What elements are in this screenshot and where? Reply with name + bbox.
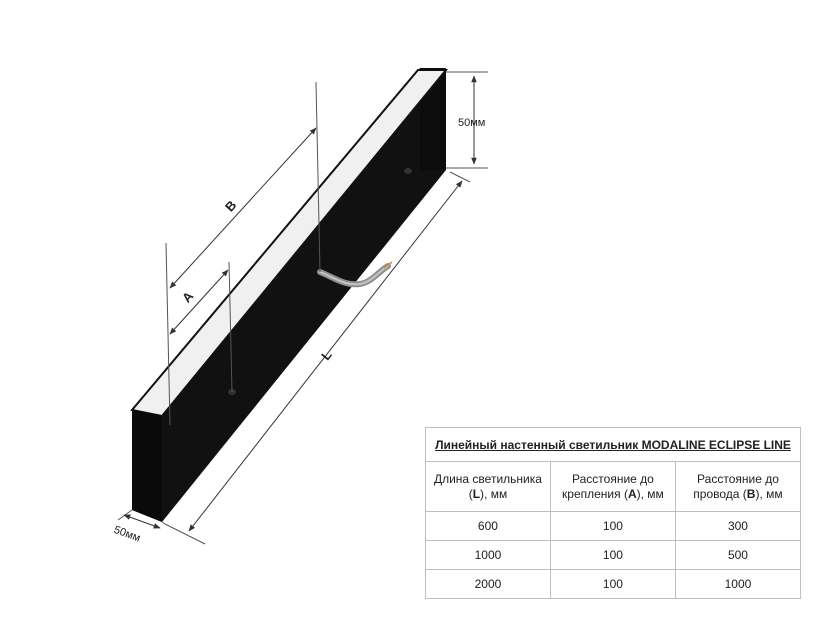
- label-width: 50мм: [112, 524, 142, 545]
- ext-width-right: [161, 521, 166, 525]
- cell-wire-distance: 500: [674, 540, 802, 570]
- cell-length: 600: [425, 511, 551, 541]
- dim-length-arrow: [188, 180, 463, 532]
- label-l: L: [318, 347, 335, 363]
- label-height: 50мм: [458, 117, 485, 129]
- ext-length-right: [449, 171, 471, 183]
- spec-table-container: Линейный настенный светильник MODALINE E…: [425, 427, 802, 599]
- spec-table: Линейный настенный светильник MODALINE E…: [425, 427, 802, 599]
- wire-origin: [165, 242, 171, 426]
- header-wire-distance: Расстояние до провода (B), мм: [674, 461, 802, 512]
- ext-length-left: [164, 523, 206, 545]
- table-row: 2000 100 1000: [425, 569, 802, 599]
- cell-wire-distance: 300: [674, 511, 802, 541]
- mount-hole-far: [404, 168, 412, 174]
- cell-length: 1000: [425, 540, 551, 570]
- luminaire-left-end: [132, 410, 162, 522]
- cell-mount-distance: 100: [549, 511, 676, 541]
- dim-width-arrow: [123, 514, 161, 529]
- cell-wire-distance: 1000: [674, 569, 802, 599]
- table-row: 600 100 300: [425, 511, 802, 541]
- cell-length: 2000: [425, 569, 551, 599]
- header-length: Длина светильника (L), мм: [425, 461, 551, 512]
- table-title: Линейный настенный светильник MODALINE E…: [425, 427, 801, 462]
- label-b: B: [222, 197, 239, 214]
- cell-mount-distance: 100: [549, 569, 676, 599]
- table-row: 1000 100 500: [425, 540, 802, 570]
- table-header-row: Длина светильника (L), мм Расстояние до …: [425, 461, 802, 512]
- dimension-arrows: [123, 75, 477, 532]
- cell-mount-distance: 100: [549, 540, 676, 570]
- label-a: A: [179, 288, 197, 305]
- header-mount-distance: Расстояние до крепления (A), мм: [549, 461, 676, 512]
